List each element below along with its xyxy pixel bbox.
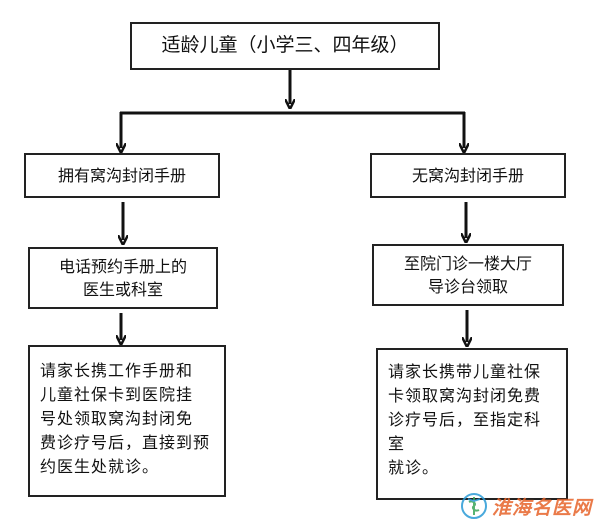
node-left-instructions-label: 请家长携工作手册和 儿童社保卡到医院挂 号处领取窝沟封闭免 费诊疗号后，直接到预… bbox=[40, 361, 211, 476]
node-phone-appointment: 电话预约手册上的 医生或科室 bbox=[28, 247, 218, 309]
caduceus-logo-icon bbox=[460, 493, 487, 519]
node-eligible-children-label: 适龄儿童（小学三、四年级） bbox=[161, 34, 409, 57]
node-right-instructions-label: 请家长携带儿童社保 卡领取窝沟封闭免费 诊疗号后，至指定科室 就诊。 bbox=[388, 362, 542, 477]
watermark-text: 淮海名医网 bbox=[491, 496, 592, 519]
watermark: 淮海名医网 bbox=[460, 492, 592, 520]
node-has-sealant-booklet: 拥有窝沟封闭手册 bbox=[24, 153, 220, 198]
node-has-sealant-booklet-label: 拥有窝沟封闭手册 bbox=[57, 165, 186, 185]
node-collect-at-desk-label: 至院门诊一楼大厅 导诊台领取 bbox=[403, 253, 532, 296]
node-phone-appointment-label: 电话预约手册上的 医生或科室 bbox=[58, 256, 187, 299]
node-no-sealant-booklet: 无窝沟封闭手册 bbox=[370, 153, 566, 198]
node-no-sealant-booklet-label: 无窝沟封闭手册 bbox=[411, 165, 524, 185]
node-collect-at-desk: 至院门诊一楼大厅 导诊台领取 bbox=[372, 244, 564, 306]
node-eligible-children: 适龄儿童（小学三、四年级） bbox=[130, 22, 440, 70]
node-right-instructions: 请家长携带儿童社保 卡领取窝沟封闭免费 诊疗号后，至指定科室 就诊。 bbox=[376, 348, 568, 500]
node-left-instructions: 请家长携工作手册和 儿童社保卡到医院挂 号处领取窝沟封闭免 费诊疗号后，直接到预… bbox=[28, 345, 226, 497]
